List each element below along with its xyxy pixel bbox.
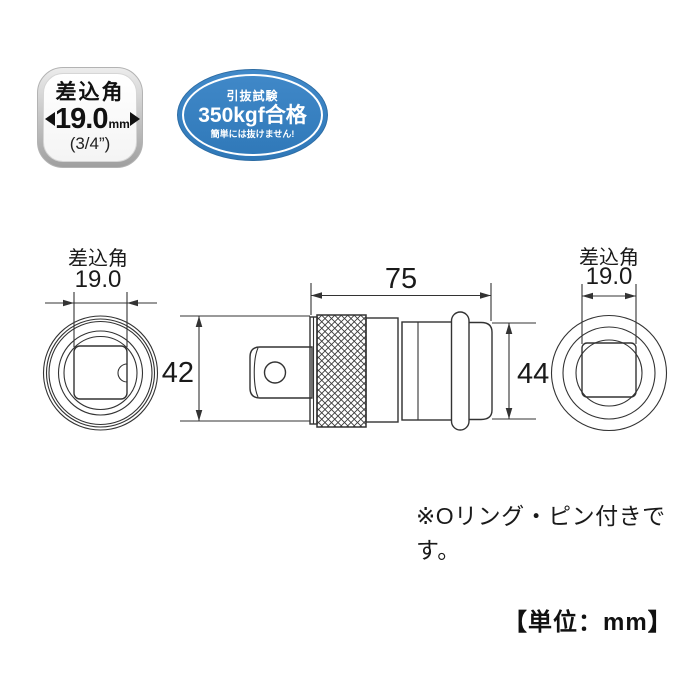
square-drive <box>73 345 128 400</box>
drive-size-badge: 差込角 19.0 mm (3/4”) <box>37 67 143 168</box>
drive-badge-unit: mm <box>108 117 130 132</box>
dim-arrow <box>195 316 203 327</box>
inner-circle <box>63 335 138 411</box>
pull-test-caption: 簡単には抜けません! <box>210 129 295 140</box>
end-cap <box>469 321 493 421</box>
square-tang-outline <box>249 346 313 399</box>
o-ring <box>450 311 470 431</box>
socket-body <box>401 321 453 421</box>
unit-note: 【単位：mm】 <box>503 609 673 636</box>
drive-badge-inches: (3/4”) <box>69 133 111 153</box>
knurled-sleeve <box>316 314 367 428</box>
dim-arrow <box>63 299 74 307</box>
chamfer-circle <box>57 330 144 416</box>
adapter-side-view <box>249 311 493 431</box>
outer-ring-2 <box>45 318 156 428</box>
left-end-view: 差込角 19.0 <box>42 247 159 431</box>
pull-test-result: 350kgf合格 <box>198 104 307 128</box>
body-section <box>365 317 399 423</box>
pin-bump <box>117 363 128 383</box>
right-view-label: 差込角 <box>579 246 639 269</box>
dim-length-75: 75 <box>310 263 492 321</box>
dim-arrow <box>582 292 593 300</box>
dim-arrow <box>505 323 513 334</box>
left-arrow-icon <box>45 112 55 127</box>
outer-ring-1 <box>42 315 159 431</box>
drive-badge-title: 差込角 <box>55 80 125 104</box>
dim-arrow <box>505 408 513 419</box>
outer-ring-3 <box>48 320 153 426</box>
square-socket-hole <box>581 342 637 398</box>
outer-circle <box>550 314 668 432</box>
chamfer-circle <box>562 326 656 420</box>
dim-arrow <box>195 410 203 421</box>
right-arrow-icon <box>129 112 140 127</box>
left-view-label: 差込角 <box>68 247 128 270</box>
dim-75-value: 75 <box>385 263 417 295</box>
drive-badge-value: 19.0 <box>55 102 108 135</box>
dim-42-value: 42 <box>162 357 194 389</box>
dim-arrow <box>311 292 322 299</box>
pin-hole <box>263 361 287 384</box>
dim-arrow <box>480 292 491 299</box>
dim-arrow <box>625 292 636 300</box>
right-end-view: 差込角 19.0 <box>550 246 668 432</box>
oring-note: ※Oリング・ピン付きです。 <box>416 503 666 563</box>
right-view-dim: 19.0 <box>586 263 633 290</box>
pull-test-badge: 引抜試験 350kgf合格 簡単には抜けません! <box>177 69 328 161</box>
dim-dia-44: 44 <box>492 322 549 420</box>
drive-badge-value-row: 19.0 mm <box>44 102 140 135</box>
left-view-dim: 19.0 <box>75 266 122 293</box>
drive-size-badge-face: 差込角 19.0 mm (3/4”) <box>43 73 140 162</box>
tang-chamfer-line <box>253 347 259 398</box>
dim-dia-42: 42 <box>162 315 310 422</box>
pull-test-label: 引抜試験 <box>226 88 279 103</box>
dim-arrow <box>127 299 138 307</box>
inner-circle <box>575 339 643 407</box>
dim-44-value: 44 <box>517 358 549 390</box>
